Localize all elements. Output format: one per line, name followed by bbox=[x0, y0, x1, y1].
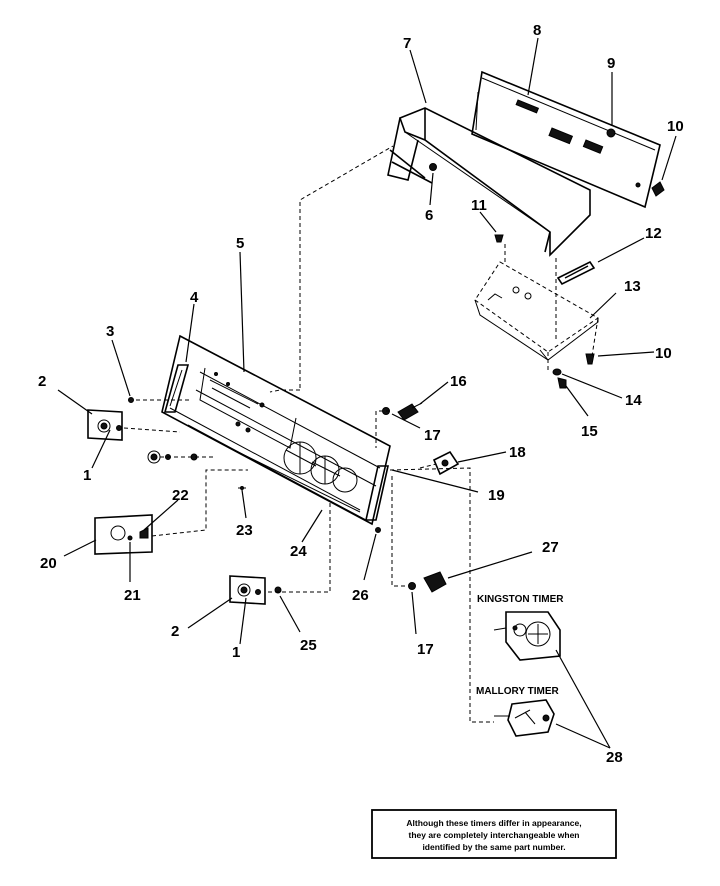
callout-28: 28 bbox=[606, 749, 623, 766]
switch-16-part bbox=[397, 402, 423, 421]
callout-19: 19 bbox=[488, 487, 505, 504]
callout-17-lower: 17 bbox=[417, 641, 434, 658]
callout-2-lower: 2 bbox=[171, 623, 179, 640]
callout-9: 9 bbox=[607, 55, 615, 72]
callout-26: 26 bbox=[352, 587, 369, 604]
trim-strip-4-part bbox=[163, 364, 190, 413]
side-strip-19-part bbox=[365, 465, 389, 521]
mallory-timer-part bbox=[494, 699, 555, 737]
callout-27: 27 bbox=[542, 539, 559, 556]
leader-lines bbox=[57, 37, 677, 749]
nut-17-lower-part bbox=[408, 582, 416, 590]
callout-16: 16 bbox=[450, 373, 467, 390]
screw-6-part bbox=[429, 163, 437, 171]
callout-14: 14 bbox=[625, 392, 642, 409]
kingston-timer-part bbox=[493, 611, 561, 661]
interchangeability-note: Although these timers differ in appearan… bbox=[371, 809, 617, 859]
back-panel-part bbox=[471, 70, 661, 209]
callout-23: 23 bbox=[236, 522, 253, 539]
screw-3-part bbox=[128, 397, 134, 403]
callout-8: 8 bbox=[533, 22, 541, 39]
bracket-12-part bbox=[556, 260, 596, 286]
mallory-timer-caption: MALLORY TIMER bbox=[476, 686, 560, 697]
callout-22: 22 bbox=[172, 487, 189, 504]
callout-1-upper: 1 bbox=[83, 467, 91, 484]
control-panel-5-part bbox=[161, 334, 391, 526]
callout-18: 18 bbox=[509, 444, 526, 461]
callout-labels: 7 8 9 10 6 11 12 13 10 14 15 16 17 18 19… bbox=[38, 22, 684, 766]
callout-4: 4 bbox=[190, 289, 199, 306]
callout-7: 7 bbox=[403, 35, 411, 52]
callout-10-top: 10 bbox=[667, 118, 684, 135]
screw-10-bottom-part bbox=[585, 353, 595, 365]
knob-plate-2-lower-part bbox=[229, 575, 282, 605]
screw-11-part bbox=[494, 234, 504, 243]
screw-10-top-part bbox=[651, 181, 665, 197]
callout-6: 6 bbox=[425, 207, 433, 224]
callout-13: 13 bbox=[624, 278, 641, 295]
callout-11: 11 bbox=[471, 197, 487, 214]
callout-21: 21 bbox=[124, 587, 141, 604]
trim-24-part bbox=[229, 447, 361, 513]
knob-plate-20-part bbox=[94, 514, 153, 555]
callout-3: 3 bbox=[106, 323, 114, 340]
note-line-1: Although these timers differ in appearan… bbox=[406, 818, 581, 828]
callout-10-bottom: 10 bbox=[655, 345, 672, 362]
knob-27-part bbox=[423, 571, 447, 593]
note-line-3: identified by the same part number. bbox=[422, 842, 565, 852]
callout-25: 25 bbox=[300, 637, 317, 654]
knob-plate-2-upper-part bbox=[87, 409, 123, 441]
callout-24: 24 bbox=[290, 543, 307, 560]
screw-15-part bbox=[557, 377, 567, 389]
callout-12: 12 bbox=[645, 225, 662, 242]
callout-20: 20 bbox=[40, 555, 57, 572]
screw-26-part bbox=[375, 527, 381, 533]
note-line-2: they are completely interchangeable when bbox=[408, 830, 579, 840]
pin-23-part bbox=[238, 486, 246, 490]
callout-15: 15 bbox=[581, 423, 598, 440]
callout-5: 5 bbox=[236, 235, 244, 252]
callout-1-lower: 1 bbox=[232, 644, 240, 661]
switch-18-part bbox=[432, 450, 460, 476]
callout-2-upper: 2 bbox=[38, 373, 46, 390]
base-plate-13-part bbox=[474, 261, 599, 361]
washer-14-part bbox=[552, 368, 562, 376]
screw-9-part bbox=[606, 128, 616, 138]
callout-17-upper: 17 bbox=[424, 427, 441, 444]
kingston-timer-caption: KINGSTON TIMER bbox=[477, 594, 564, 605]
control-hood-part bbox=[387, 107, 591, 257]
connection-lines bbox=[123, 145, 599, 723]
